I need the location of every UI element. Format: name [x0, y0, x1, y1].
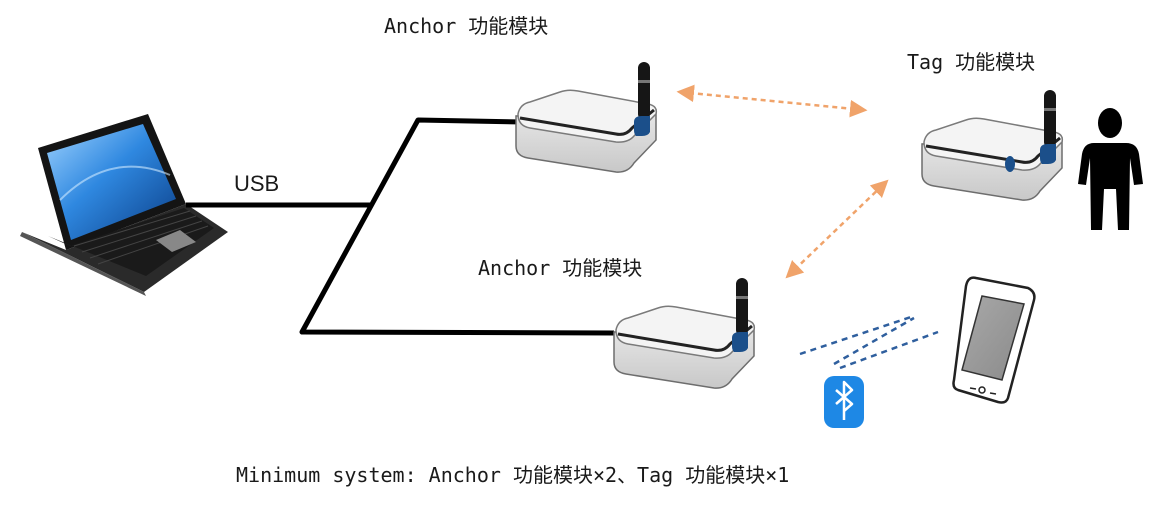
- laptop-icon: [20, 114, 228, 296]
- tag-label: Tag 功能模块: [907, 50, 1036, 74]
- person-icon: [1078, 108, 1143, 230]
- smartphone-icon: [952, 276, 1036, 404]
- usb-cable: [186, 117, 615, 336]
- usb-label: USB: [234, 171, 280, 196]
- usb-cable-branches: [299, 117, 615, 336]
- tag-module-icon: [920, 88, 1064, 202]
- diagram-caption: Minimum system: Anchor 功能模块×2、Tag 功能模块×1: [236, 463, 790, 487]
- anchor-module-bottom-icon: [612, 276, 756, 390]
- uwb-link: [676, 84, 889, 279]
- anchor-bottom-label: Anchor 功能模块: [478, 256, 643, 280]
- uwb-link-top: [676, 84, 868, 118]
- anchor-module-top-icon: [514, 60, 658, 174]
- bluetooth-icon: [824, 376, 864, 428]
- anchor-top-label: Anchor 功能模块: [384, 14, 549, 38]
- uwb-link-bottom: [785, 179, 889, 279]
- ble-waves: [799, 314, 939, 370]
